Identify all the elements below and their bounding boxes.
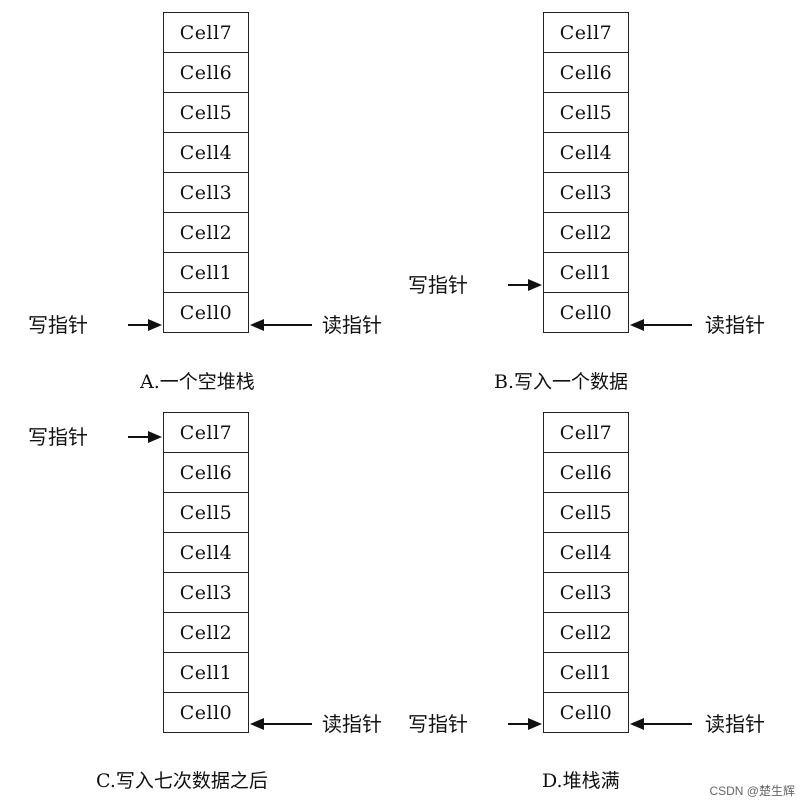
panel-d: Cell7 Cell6 Cell5 Cell4 Cell3 Cell2 Cell… [402, 400, 804, 800]
read-pointer-label: 读指针 [705, 313, 765, 337]
cell: Cell7 [164, 13, 248, 53]
caption-c: C.写入七次数据之后 [96, 766, 268, 793]
cell: Cell2 [544, 613, 628, 653]
cell: Cell0 [164, 293, 248, 333]
caption-letter: A. [140, 371, 160, 393]
caption-letter: B. [494, 371, 515, 393]
cell: Cell4 [544, 533, 628, 573]
cell: Cell1 [164, 253, 248, 293]
write-pointer-arrow-icon [508, 279, 542, 291]
cell: Cell0 [544, 293, 628, 333]
cell: Cell7 [544, 413, 628, 453]
panel-c: Cell7 Cell6 Cell5 Cell4 Cell3 Cell2 Cell… [0, 400, 402, 800]
cell: Cell4 [544, 133, 628, 173]
caption-d: D.堆栈满 [542, 766, 620, 793]
cell: Cell1 [544, 653, 628, 693]
cell: Cell4 [164, 133, 248, 173]
caption-b: B.写入一个数据 [494, 367, 628, 394]
cell: Cell3 [544, 173, 628, 213]
cell: Cell5 [544, 493, 628, 533]
caption-a: A.一个空堆栈 [140, 367, 255, 394]
cell: Cell6 [164, 453, 248, 493]
cell: Cell0 [164, 693, 248, 733]
read-pointer-arrow-icon [630, 718, 692, 730]
caption-text: 写入七次数据之后 [115, 770, 268, 792]
cell: Cell0 [544, 693, 628, 733]
write-pointer-arrow-icon [128, 319, 162, 331]
cell: Cell7 [544, 13, 628, 53]
cell: Cell3 [164, 573, 248, 613]
read-pointer-label: 读指针 [705, 712, 765, 736]
cell: Cell3 [544, 573, 628, 613]
read-pointer-arrow-icon [630, 319, 692, 331]
cell: Cell6 [544, 53, 628, 93]
stack-c: Cell7 Cell6 Cell5 Cell4 Cell3 Cell2 Cell… [163, 412, 249, 733]
caption-text: 堆栈满 [562, 770, 620, 792]
cell: Cell2 [164, 213, 248, 253]
cell: Cell2 [544, 213, 628, 253]
cell: Cell3 [164, 173, 248, 213]
write-pointer-label: 写指针 [408, 712, 468, 736]
read-pointer-arrow-icon [250, 718, 312, 730]
watermark: CSDN @楚生辉 [709, 784, 795, 798]
cell: Cell5 [544, 93, 628, 133]
stack-d: Cell7 Cell6 Cell5 Cell4 Cell3 Cell2 Cell… [543, 412, 629, 733]
stack-b: Cell7 Cell6 Cell5 Cell4 Cell3 Cell2 Cell… [543, 12, 629, 333]
caption-letter: D. [542, 770, 563, 792]
caption-letter: C. [96, 770, 116, 792]
cell: Cell7 [164, 413, 248, 453]
cell: Cell4 [164, 533, 248, 573]
panel-b: Cell7 Cell6 Cell5 Cell4 Cell3 Cell2 Cell… [402, 0, 804, 400]
write-pointer-label: 写指针 [28, 313, 88, 337]
cell: Cell2 [164, 613, 248, 653]
write-pointer-arrow-icon [128, 431, 162, 443]
read-pointer-label: 读指针 [322, 712, 382, 736]
cell: Cell6 [164, 53, 248, 93]
write-pointer-label: 写指针 [28, 425, 88, 449]
caption-text: 一个空堆栈 [159, 371, 255, 393]
write-pointer-arrow-icon [508, 718, 542, 730]
cell: Cell6 [544, 453, 628, 493]
cell: Cell1 [544, 253, 628, 293]
cell: Cell5 [164, 493, 248, 533]
cell: Cell5 [164, 93, 248, 133]
cell: Cell1 [164, 653, 248, 693]
panel-a: Cell7 Cell6 Cell5 Cell4 Cell3 Cell2 Cell… [0, 0, 402, 400]
read-pointer-label: 读指针 [322, 313, 382, 337]
write-pointer-label: 写指针 [408, 273, 468, 297]
stack-a: Cell7 Cell6 Cell5 Cell4 Cell3 Cell2 Cell… [163, 12, 249, 333]
caption-text: 写入一个数据 [514, 371, 629, 393]
read-pointer-arrow-icon [250, 319, 312, 331]
